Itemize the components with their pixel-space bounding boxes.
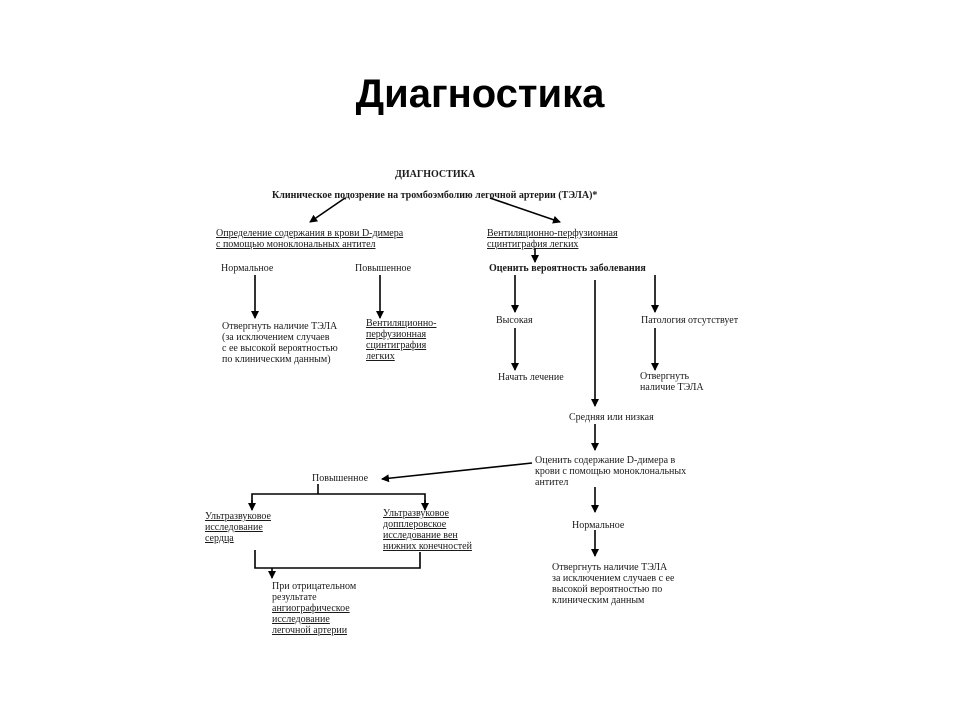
vq-scan-1-line-3: сцинтиграфия bbox=[366, 340, 427, 351]
node-assess-probability: Оценить вероятность заболевания bbox=[489, 263, 646, 274]
echo-line-2: исследование bbox=[205, 522, 263, 533]
node-vq-scan-2: Вентиляционно-перфузионная сцинтиграфия … bbox=[487, 228, 618, 250]
vq-scan-2-line-1: Вентиляционно-перфузионная bbox=[487, 228, 618, 239]
doppler-line-4: нижних конечностей bbox=[383, 541, 473, 552]
ddimer-assess-line-1: Оценить содержание D-димера в bbox=[535, 455, 676, 466]
node-root: Клиническое подозрение на тромбоэмболию … bbox=[272, 190, 597, 201]
ddimer-assess-line-3: антител bbox=[535, 477, 568, 488]
node-ddimer-test: Определение содержания в крови D-димера … bbox=[216, 228, 404, 250]
node-ddimer-normal: Нормальное bbox=[221, 263, 274, 274]
node-vq-scan-1: Вентиляционно- перфузионная сцинтиграфия… bbox=[366, 318, 437, 362]
node-ddimer-assess: Оценить содержание D-димера в крови с по… bbox=[535, 455, 686, 488]
node-negative-result: При отрицательном результате ангиографич… bbox=[272, 581, 357, 636]
negative-result-line-2: результате bbox=[272, 592, 317, 603]
vq-scan-1-line-4: легких bbox=[366, 351, 395, 362]
vq-scan-2-line-2: сцинтиграфия легких bbox=[487, 239, 578, 250]
arrow-ddimer-to-elevated bbox=[381, 462, 533, 483]
exclude-pe-2-line-1: Отвергнуть bbox=[640, 371, 690, 382]
node-ddimer-elevated: Повышенное bbox=[355, 263, 412, 274]
doppler-line-1: Ультразвуковое bbox=[383, 508, 450, 519]
node-start-treatment: Начать лечение bbox=[498, 372, 564, 383]
negative-result-line-3: ангиографическое bbox=[272, 603, 350, 614]
negative-result-line-5: легочной артерии bbox=[272, 625, 348, 636]
exclude-pe-3-line-1: Отвергнуть наличие ТЭЛА bbox=[552, 562, 668, 573]
node-prob-none: Патология отсутствует bbox=[641, 315, 739, 326]
ddimer-test-line-2: с помощью моноклональных антител bbox=[216, 239, 376, 250]
echo-line-1: Ультразвуковое bbox=[205, 511, 272, 522]
exclude-pe-3-line-3: высокой вероятностью по bbox=[552, 584, 662, 595]
vq-scan-1-line-1: Вентиляционно- bbox=[366, 318, 437, 329]
flow-arrows bbox=[248, 197, 659, 579]
exclude-pe-2-line-2: наличие ТЭЛА bbox=[640, 382, 704, 393]
flow-heading: ДИАГНОСТИКА bbox=[395, 169, 476, 180]
vq-scan-1-line-2: перфузионная bbox=[366, 329, 426, 340]
negative-result-line-4: исследование bbox=[272, 614, 330, 625]
branch-merge bbox=[254, 550, 421, 569]
node-echo: Ультразвуковое исследование сердца bbox=[205, 511, 272, 544]
ddimer-test-line-1: Определение содержания в крови D-димера bbox=[216, 228, 404, 239]
arrow-root-to-ddimer bbox=[309, 197, 346, 223]
negative-result-line-1: При отрицательном bbox=[272, 581, 357, 592]
exclude-pe-1-line-1: Отвергнуть наличие ТЭЛА bbox=[222, 321, 338, 332]
node-normal-2: Нормальное bbox=[572, 520, 625, 531]
ddimer-assess-line-2: крови с помощью моноклональных bbox=[535, 466, 686, 477]
node-prob-high: Высокая bbox=[496, 315, 533, 326]
exclude-pe-1-line-4: по клиническим данным) bbox=[222, 354, 331, 365]
branch-elevated bbox=[251, 493, 426, 508]
slide-title: Диагностика bbox=[355, 72, 605, 116]
doppler-line-2: допплеровское bbox=[383, 519, 447, 530]
node-doppler: Ультразвуковое допплеровское исследовани… bbox=[383, 508, 473, 552]
arrow-root-to-vq bbox=[489, 197, 561, 224]
exclude-pe-1-line-3: с ее высокой вероятностью bbox=[222, 343, 338, 354]
exclude-pe-3-line-4: клиническим данным bbox=[552, 595, 645, 606]
echo-line-3: сердца bbox=[205, 533, 234, 544]
node-elevated-2: Повышенное bbox=[312, 473, 369, 484]
exclude-pe-3-line-2: за исключением случаев с ее bbox=[552, 573, 675, 584]
node-prob-medium-low: Средняя или низкая bbox=[569, 412, 654, 423]
node-exclude-pe-2: Отвергнуть наличие ТЭЛА bbox=[640, 371, 704, 393]
exclude-pe-1-line-2: (за исключением случаев bbox=[222, 332, 330, 343]
node-exclude-pe-1: Отвергнуть наличие ТЭЛА (за исключением … bbox=[222, 321, 338, 365]
doppler-line-3: исследование вен bbox=[383, 530, 458, 541]
node-exclude-pe-3: Отвергнуть наличие ТЭЛА за исключением с… bbox=[552, 562, 675, 606]
